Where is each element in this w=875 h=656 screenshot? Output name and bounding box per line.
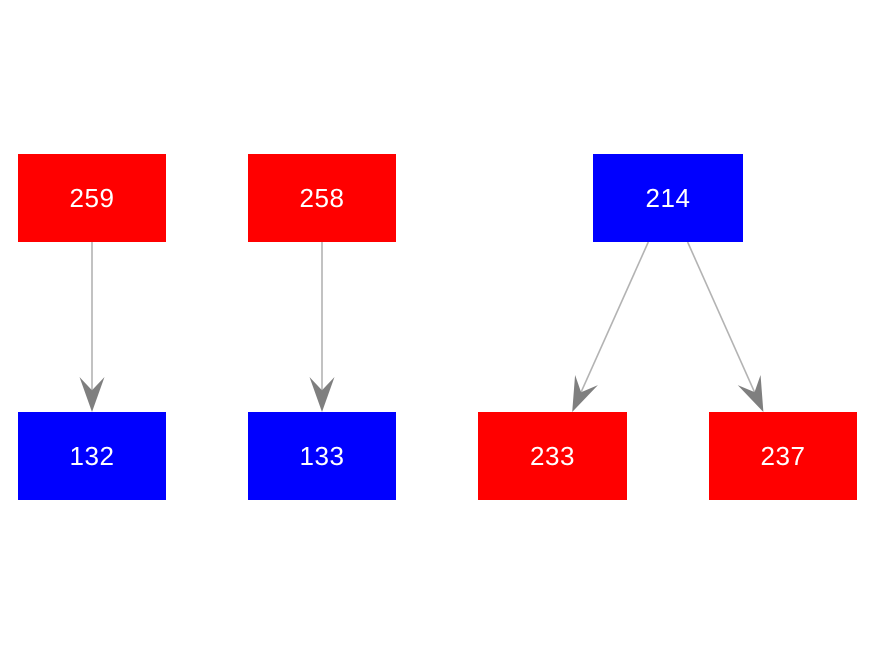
node-label: 237 bbox=[760, 441, 806, 471]
node-label: 214 bbox=[645, 183, 691, 213]
arrowhead-icon-214-233 bbox=[572, 374, 598, 412]
graph-node-258: 258 bbox=[248, 154, 396, 242]
arrowhead-icon-259-132 bbox=[79, 377, 105, 412]
graph-node-214: 214 bbox=[593, 154, 743, 242]
node-label: 259 bbox=[69, 183, 115, 213]
node-label: 133 bbox=[299, 441, 345, 471]
graph-node-237: 237 bbox=[709, 412, 857, 500]
node-label: 258 bbox=[299, 183, 345, 213]
arrowhead-icon-258-133 bbox=[309, 377, 335, 412]
edge-line-214-233 bbox=[580, 241, 650, 393]
graph-node-233: 233 bbox=[478, 412, 627, 500]
graph-node-133: 133 bbox=[248, 412, 396, 500]
edge-line-214-237 bbox=[686, 241, 756, 393]
node-label: 233 bbox=[530, 441, 575, 471]
graph-node-132: 132 bbox=[18, 412, 166, 500]
node-label: 132 bbox=[69, 441, 115, 471]
graph-node-259: 259 bbox=[18, 154, 166, 242]
arrowhead-icon-214-237 bbox=[737, 374, 764, 412]
